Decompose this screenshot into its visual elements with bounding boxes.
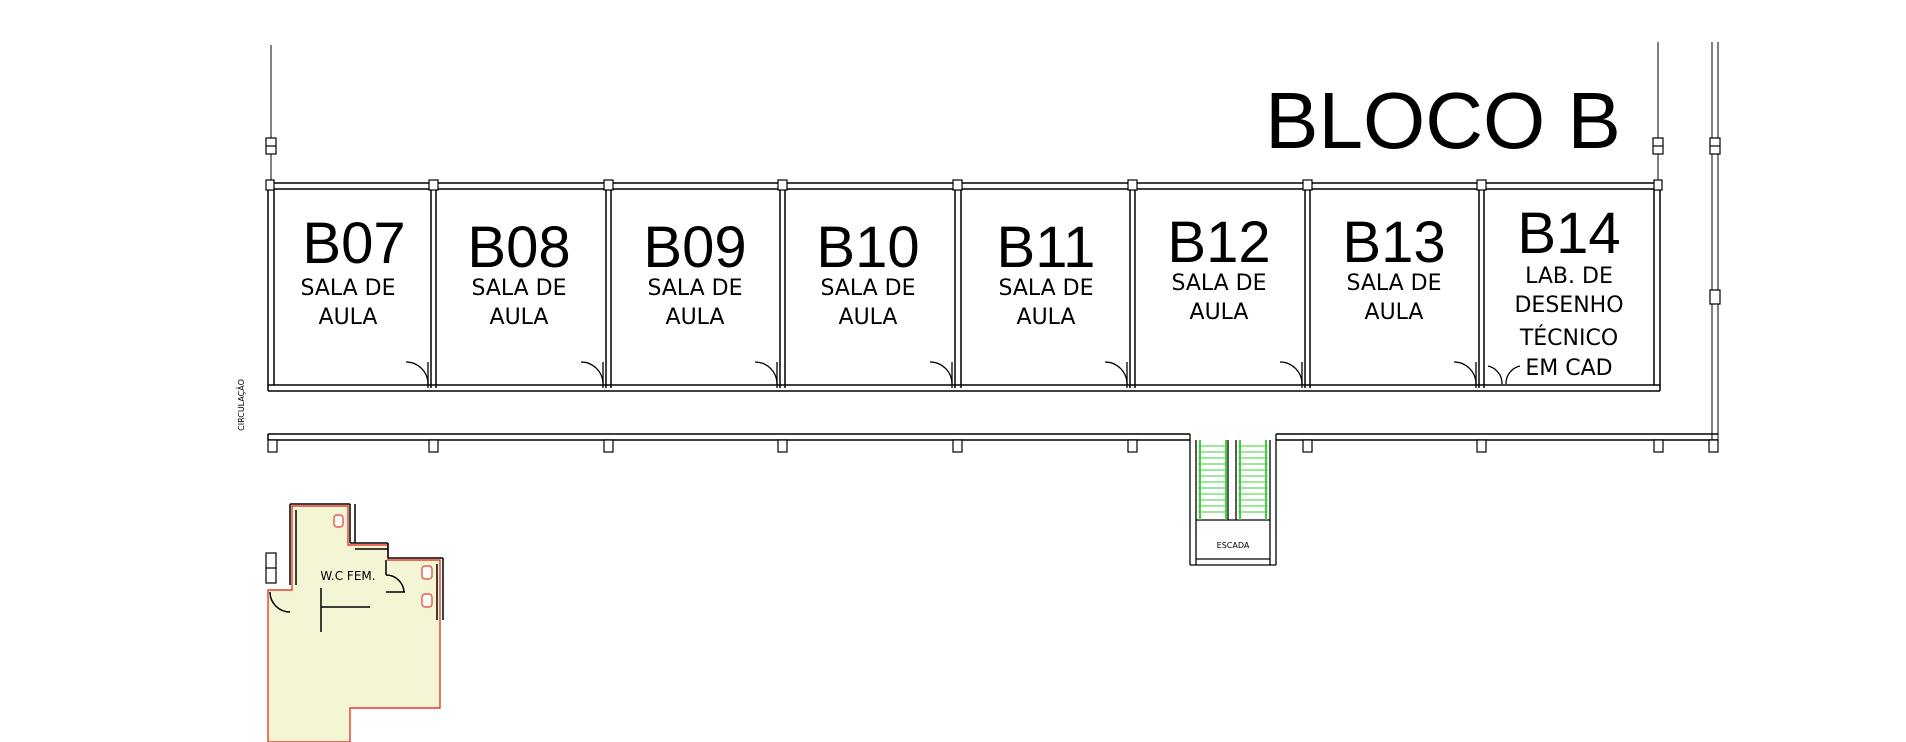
corridor-rail <box>267 433 1718 441</box>
room-label-line-1: SALA DE <box>1346 271 1441 296</box>
grid-lines <box>270 42 1719 440</box>
room-b13: B13 SALA DE AULA <box>1342 210 1445 325</box>
room-b07: B07 SALA DE AULA <box>300 211 405 330</box>
room-code: B11 <box>997 215 1096 280</box>
room-label-line-2: AULA <box>839 305 898 330</box>
room-code: B10 <box>816 215 919 280</box>
room-label-line-2: AULA <box>490 305 549 330</box>
toilet-icons <box>333 514 433 608</box>
room-label-line-1: SALA DE <box>647 276 742 301</box>
room-label-line-1: SALA DE <box>820 276 915 301</box>
column-markers <box>265 137 1721 305</box>
room-code: B08 <box>467 215 570 280</box>
room-b11: B11 SALA DE AULA <box>997 215 1096 330</box>
partition-walls <box>430 186 1485 388</box>
stair-handrails <box>1199 440 1267 520</box>
room-label-line-2: DESENHO <box>1514 293 1623 318</box>
room-code: B12 <box>1167 210 1270 275</box>
block-title: BLOCO B <box>1265 76 1621 165</box>
room-label-line-1: LAB. DE <box>1525 264 1613 289</box>
room-label-line-2: AULA <box>319 305 378 330</box>
room-b10: B10 SALA DE AULA <box>816 215 919 330</box>
room-b12: B12 SALA DE AULA <box>1167 210 1270 325</box>
room-code: B07 <box>302 211 405 276</box>
room-label-line-1: SALA DE <box>1171 271 1266 296</box>
room-label-line-1: SALA DE <box>300 276 395 301</box>
room-code: B09 <box>643 215 746 280</box>
strip-columns <box>265 179 1663 191</box>
room-label-line-2: AULA <box>1365 300 1424 325</box>
restroom-wall-markers <box>265 552 277 584</box>
room-labels: B07 SALA DE AULA B08 SALA DE AULA B09 SA… <box>300 201 1623 381</box>
stairs: ESCADA <box>1189 434 1277 566</box>
room-b09: B09 SALA DE AULA <box>643 215 746 330</box>
room-label-line-1: SALA DE <box>998 276 1093 301</box>
room-label-line-3: TÉCNICO <box>1519 325 1618 351</box>
room-b14: B14 LAB. DE DESENHO TÉCNICO EM CAD <box>1514 201 1623 381</box>
room-label-line-2: AULA <box>666 305 725 330</box>
room-label-line-2: AULA <box>1190 300 1249 325</box>
room-label-line-1: SALA DE <box>471 276 566 301</box>
restroom-label: W.C FEM. <box>320 569 375 583</box>
room-b08: B08 SALA DE AULA <box>467 215 570 330</box>
doors <box>405 361 1521 388</box>
room-label-line-4: EM CAD <box>1525 356 1612 381</box>
restroom-wc-fem: W.C FEM. <box>265 503 444 742</box>
stairs-label: ESCADA <box>1217 541 1250 550</box>
corridor-label: CIRCULAÇÃO <box>236 379 246 431</box>
room-label-line-2: AULA <box>1017 305 1076 330</box>
room-code: B14 <box>1517 201 1620 266</box>
corridor-posts <box>267 439 1719 453</box>
room-code: B13 <box>1342 210 1445 275</box>
stair-treads <box>1198 445 1268 513</box>
classroom-strip-walls <box>267 182 1661 392</box>
